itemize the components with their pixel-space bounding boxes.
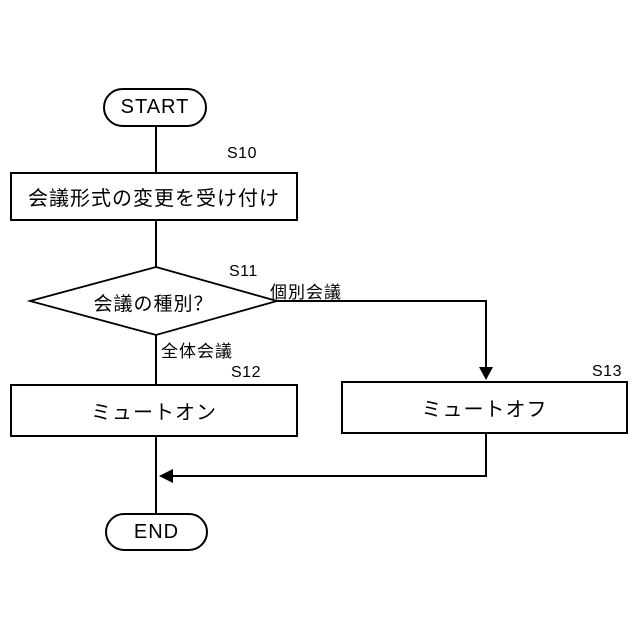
- step-label-s10: S10: [227, 145, 257, 162]
- process-box-s12: ミュートオン: [10, 384, 298, 437]
- step-label-s12: S12: [231, 364, 261, 381]
- edge-s13-end: [173, 433, 487, 477]
- process-box-s10: 会議形式の変更を受け付け: [10, 172, 298, 221]
- edge-s11-s13: [277, 300, 487, 368]
- end-terminal: END: [105, 513, 208, 551]
- process-s13-label: ミュートオフ: [421, 399, 548, 421]
- process-s12-label: ミュートオン: [91, 402, 217, 424]
- arrowhead-left-icon: [159, 469, 173, 483]
- branch-label-individual-meeting: 個別会議: [270, 283, 342, 302]
- start-terminal: START: [103, 88, 207, 127]
- branch-label-whole-meeting: 全体会議: [161, 342, 233, 361]
- end-label: END: [133, 520, 180, 543]
- step-label-s11: S11: [229, 263, 258, 280]
- start-label: START: [120, 96, 190, 118]
- process-box-s13: ミュートオフ: [341, 381, 628, 434]
- arrowhead-down-icon: [479, 367, 493, 380]
- step-label-s13: S13: [592, 363, 622, 380]
- process-s10-label: 会議形式の変更を受け付け: [28, 188, 280, 210]
- decision-s11-label: 会議の種別？: [93, 294, 214, 315]
